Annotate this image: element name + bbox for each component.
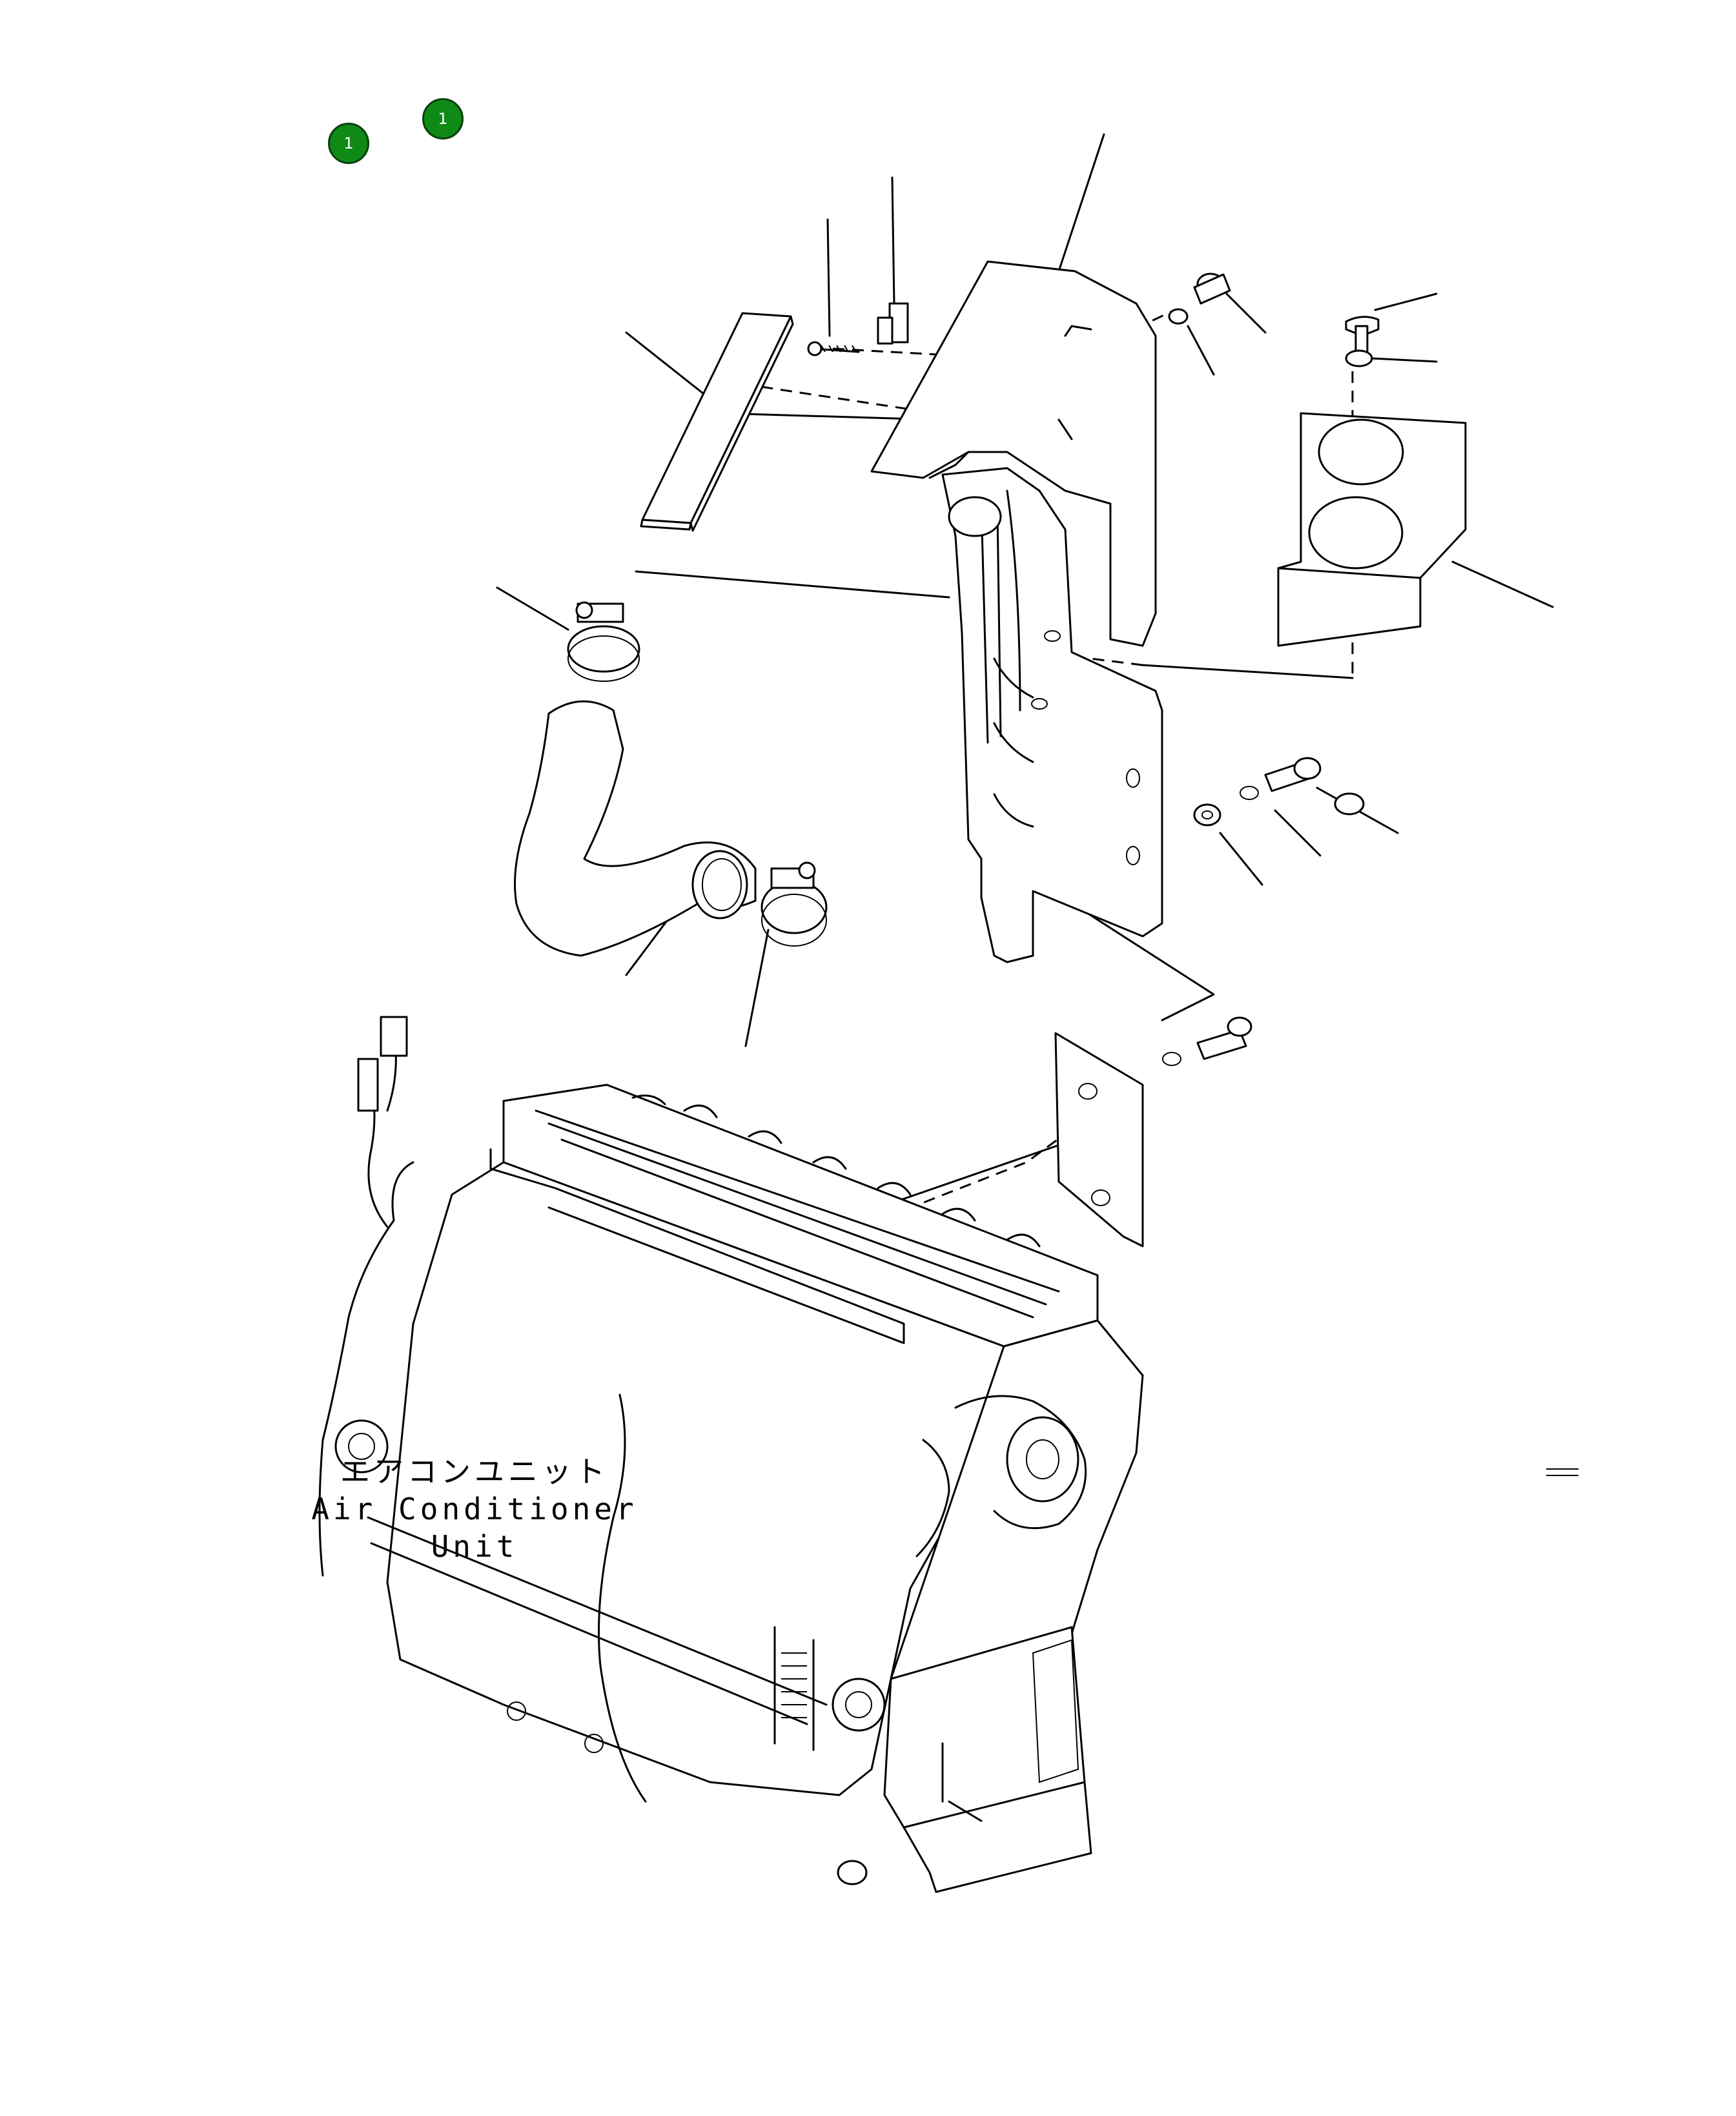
callout-badge-label: 1 <box>438 110 448 128</box>
corner-mark <box>1546 1468 1578 1476</box>
hose-clamp-upper <box>567 601 640 682</box>
curved-hose <box>514 700 757 957</box>
caption-english: Air Conditioner Unit <box>311 1492 638 1564</box>
gasket-plate <box>1054 1032 1144 1248</box>
hose-clamp-lower <box>761 861 828 947</box>
clip-and-screw <box>807 302 909 356</box>
callout-badge-1a[interactable]: 1 <box>328 123 369 164</box>
diagram-caption: エアコンユニット Air Conditioner Unit <box>287 1453 662 1565</box>
foam-block <box>1277 412 1467 647</box>
strap-part <box>640 312 794 532</box>
air-conditioner-unit <box>318 1016 1144 1893</box>
callout-badge-label: 1 <box>343 134 354 152</box>
caption-japanese: エアコンユニット <box>340 1454 609 1489</box>
leader-lines <box>496 133 1554 1047</box>
main-duct <box>870 260 1163 963</box>
fasteners <box>1162 272 1380 1066</box>
callout-badge-1b[interactable]: 1 <box>422 98 464 139</box>
